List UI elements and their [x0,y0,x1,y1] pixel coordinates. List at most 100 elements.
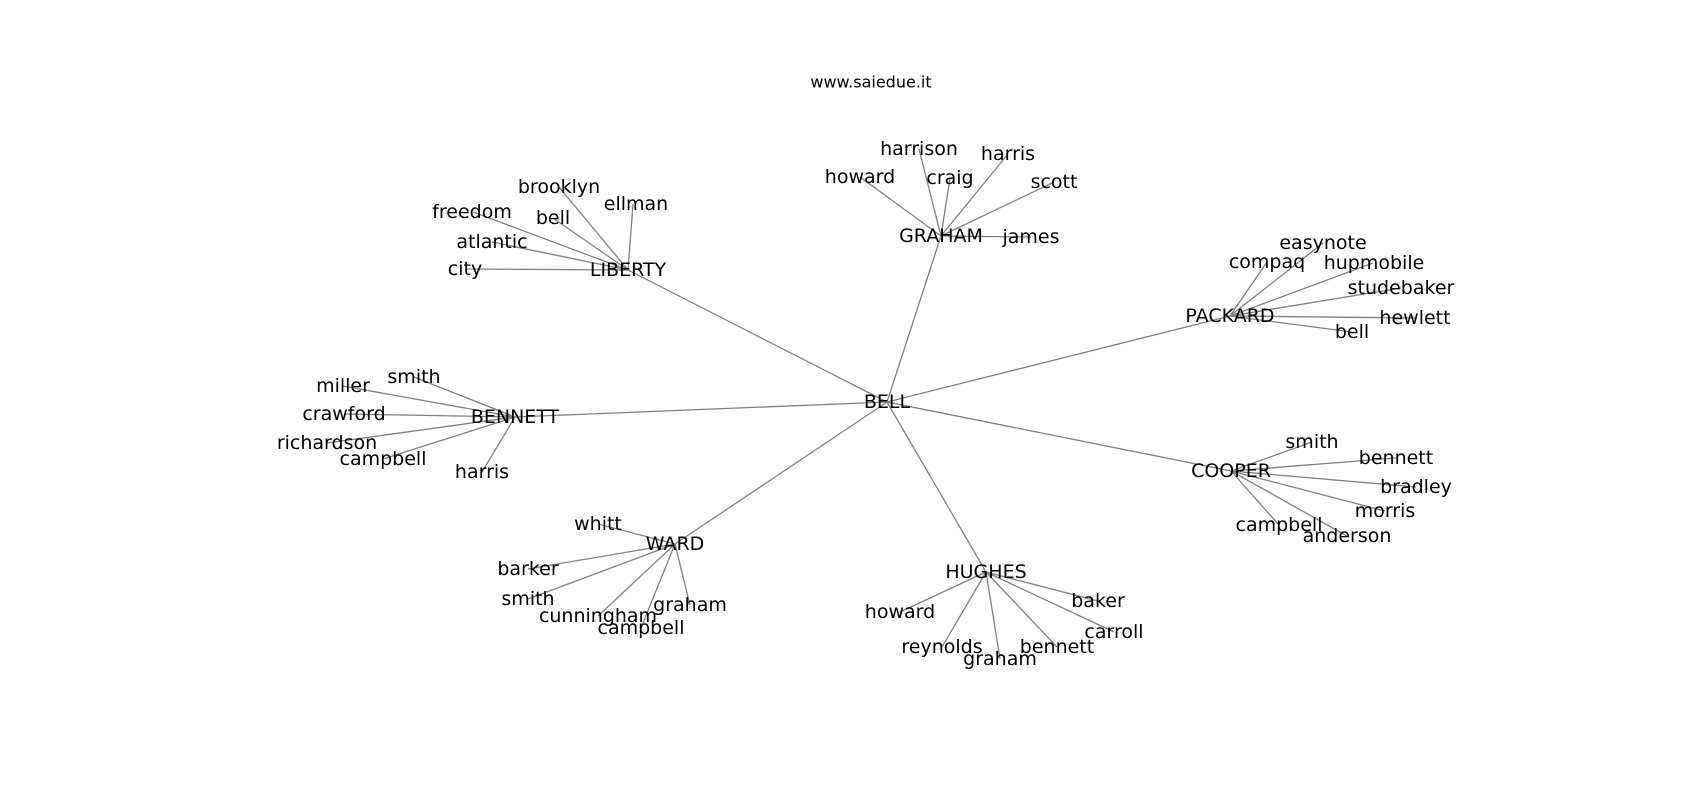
node-leaf-ward-campbell: campbell [598,617,685,639]
edge-bennett-richardson [326,416,516,444]
edge-root-hughes [886,401,987,573]
edge-liberty-ellman [627,203,634,271]
node-leaf-ward-barker: barker [497,558,559,580]
node-leaf-cooper-campbell: campbell [1236,514,1323,536]
node-hub-hughes: HUGHES [945,561,1026,583]
edge-bennett-crawford [343,413,516,418]
edge-ward-smith [527,543,676,600]
edge-cooper-morris [1230,470,1386,512]
edge-packard-compaq [1229,261,1268,317]
edge-graham-scott [940,181,1055,237]
edge-hughes-baker [985,571,1099,602]
node-leaf-liberty-freedom: freedom [432,201,512,223]
edge-root-liberty [627,269,888,403]
node-leaf-bennett-smith: smith [387,366,440,388]
node-leaf-graham-harris: harris [981,143,1035,165]
node-leaf-liberty-bell: bell [536,207,570,229]
node-leaf-graham-howard: howard [825,166,895,188]
node-leaf-ward-whitt: whitt [574,513,622,535]
node-leaf-hughes-graham: graham [963,648,1037,670]
node-leaf-packard-hupmobile: hupmobile [1324,252,1425,274]
edge-graham-harrison [918,148,942,237]
edge-hughes-howard [899,571,987,613]
node-leaf-liberty-city: city [448,258,482,280]
node-leaf-hughes-baker: baker [1071,590,1125,612]
edge-root-packard [886,315,1231,403]
edge-bennett-campbell [382,416,516,460]
edge-ward-whitt [597,523,676,545]
edge-graham-howard [859,176,942,237]
edge-ward-barker [527,543,676,570]
node-leaf-bennett-campbell: campbell [340,448,427,470]
node-leaf-packard-studebaker: studebaker [1348,277,1455,299]
node-root: BELL [864,391,911,413]
edge-root-bennett [514,401,888,418]
node-leaf-bennett-crawford: crawford [302,403,385,425]
page-title: www.saiedue.it [810,73,931,92]
node-leaf-hughes-reynolds: reynolds [901,636,982,658]
edge-packard-studebaker [1229,287,1402,317]
edge-bennett-miller [342,385,516,418]
node-leaf-hughes-carroll: carroll [1084,621,1143,643]
node-leaf-hughes-howard: howard [865,601,935,623]
edge-cooper-smith [1230,441,1313,472]
edge-liberty-bell [552,217,629,271]
edge-packard-bell [1229,315,1353,333]
edge-ward-campbell [640,543,676,629]
edge-cooper-bradley [1230,470,1417,488]
node-leaf-liberty-ellman: ellman [604,193,668,215]
node-leaf-hughes-bennett: bennett [1020,636,1094,658]
node-hub-bennett: BENNETT [471,406,560,428]
edge-root-ward [674,401,888,545]
edge-ward-cunningham [597,543,676,617]
edge-hughes-graham [985,571,1001,660]
node-leaf-cooper-bradley: bradley [1380,476,1452,498]
node-leaf-cooper-morris: morris [1355,500,1416,522]
node-hub-graham: GRAHAM [899,225,983,247]
edge-liberty-brooklyn [558,186,629,271]
edge-liberty-atlantic [491,241,629,271]
node-leaf-ward-cunningham: cunningham [539,605,657,627]
edge-liberty-freedom [472,211,629,271]
node-leaf-cooper-smith: smith [1285,431,1338,453]
edge-graham-craig [940,177,951,237]
node-hub-liberty: LIBERTY [590,259,667,281]
node-leaf-graham-james: james [1001,226,1059,248]
node-leaf-graham-harrison: harrison [880,138,958,160]
edge-bennett-harris [481,416,516,473]
node-leaf-graham-scott: scott [1031,171,1078,193]
node-leaf-ward-smith: smith [501,588,554,610]
edge-packard-easynote [1229,242,1324,317]
edge-hughes-reynolds [941,571,987,648]
node-hub-cooper: COOPER [1191,460,1271,482]
node-leaf-cooper-anderson: anderson [1303,525,1392,547]
node-leaf-packard-easynote: easynote [1279,232,1366,254]
edge-cooper-anderson [1230,470,1348,537]
node-leaf-bennett-harris: harris [455,461,509,483]
edge-graham-james [940,235,1032,238]
node-leaf-liberty-brooklyn: brooklyn [518,176,600,198]
edge-packard-hupmobile [1229,262,1374,317]
node-leaf-bennett-miller: miller [316,375,370,397]
node-leaf-packard-bell: bell [1335,321,1369,343]
node-hub-ward: WARD [646,533,705,555]
node-leaf-graham-craig: craig [926,167,973,189]
node-leaf-bennett-richardson: richardson [277,432,377,454]
node-leaf-packard-hewlett: hewlett [1379,307,1450,329]
edge-packard-hewlett [1229,315,1416,319]
edge-root-cooper [886,401,1232,472]
edge-graham-harris [940,153,1009,237]
node-leaf-packard-compaq: compaq [1229,251,1305,273]
node-leaf-ward-graham: graham [653,594,727,616]
node-leaf-cooper-bennett: bennett [1359,447,1433,469]
edge-bennett-smith [413,376,516,418]
edge-cooper-bennett [1230,457,1397,472]
node-leaf-liberty-atlantic: atlantic [456,231,527,253]
edge-ward-graham [674,543,691,606]
node-hub-packard: PACKARD [1185,305,1274,327]
edges-layer [326,148,1417,660]
edge-cooper-campbell [1230,470,1280,526]
edge-liberty-city [464,268,629,271]
